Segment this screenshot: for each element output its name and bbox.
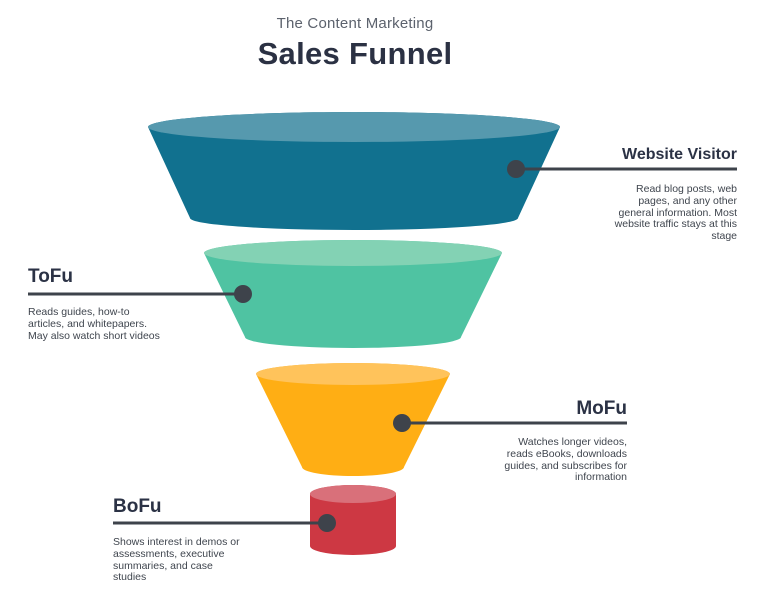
funnel-stage-website-visitor [148,112,560,230]
title-block: The Content Marketing Sales Funnel [0,15,710,72]
stage-label-website-visitor: Website Visitor [622,146,737,163]
stage-description-tofu: Reads guides, how-to articles, and white… [28,306,160,342]
diagram-subtitle: The Content Marketing [276,15,434,32]
stage-label-tofu: ToFu [28,266,74,287]
funnel-stage-mofu [256,363,450,476]
connector-dot-mofu [393,414,411,432]
funnel-stage-mofu-body [256,363,450,476]
stage-description-mofu: Watches longer videos, reads eBooks, dow… [504,436,627,484]
diagram-title: Sales Funnel [257,36,453,71]
connector-dot-tofu [234,285,252,303]
funnel-stage-website-visitor-top [148,112,560,142]
funnel-stage-website-visitor-body [148,112,560,230]
funnel-stage-bofu [310,485,396,555]
funnel-stage-bofu-top [310,485,396,503]
connector-dot-website-visitor [507,160,525,178]
stage-description-bofu: Shows interest in demos or assessments, … [113,536,240,584]
funnel-stage-bofu-body [310,485,396,555]
stage-label-mofu: MoFu [576,398,627,419]
funnel-stage-mofu-top [256,363,450,385]
connectors [28,160,737,532]
stage-label-bofu: BoFu [113,496,162,517]
stage-description-website-visitor: Read blog posts, web pages, and any othe… [614,183,737,243]
connector-dot-bofu [318,514,336,532]
funnel-stage-tofu [204,240,502,348]
funnel-stage-tofu-top [204,240,502,266]
funnel-stage-tofu-body [204,240,502,348]
